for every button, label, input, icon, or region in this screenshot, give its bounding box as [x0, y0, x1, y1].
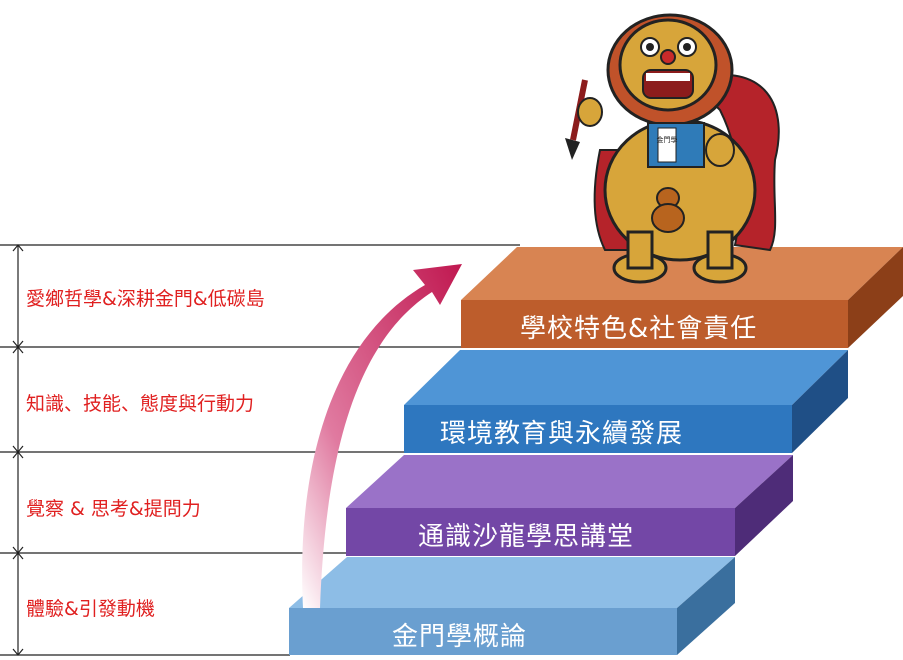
level-label-1: 體驗&引發動機: [26, 598, 155, 620]
step-label-2: 通識沙龍學思講堂: [418, 522, 635, 552]
mascot-book-text: 金門學: [657, 135, 678, 144]
step-2: [346, 455, 793, 556]
step-label-1: 金門學概論: [392, 622, 528, 652]
step-1: [289, 557, 735, 655]
wind-lion-mascot: 金門學: [565, 13, 780, 284]
step-label-4: 學校特色&社會責任: [520, 314, 758, 344]
step-3: [404, 350, 848, 453]
level-bracket: [0, 244, 520, 656]
level-label-3: 知識、技能、態度與行動力: [26, 393, 255, 415]
progress-arrow: [302, 264, 462, 608]
step-4: [461, 247, 903, 348]
level-label-2: 覺察 & 思考&提問力: [26, 498, 201, 520]
step-label-3: 環境教育與永續發展: [440, 419, 684, 449]
level-label-4: 愛鄉哲學&深耕金門&低碳島: [26, 288, 265, 310]
